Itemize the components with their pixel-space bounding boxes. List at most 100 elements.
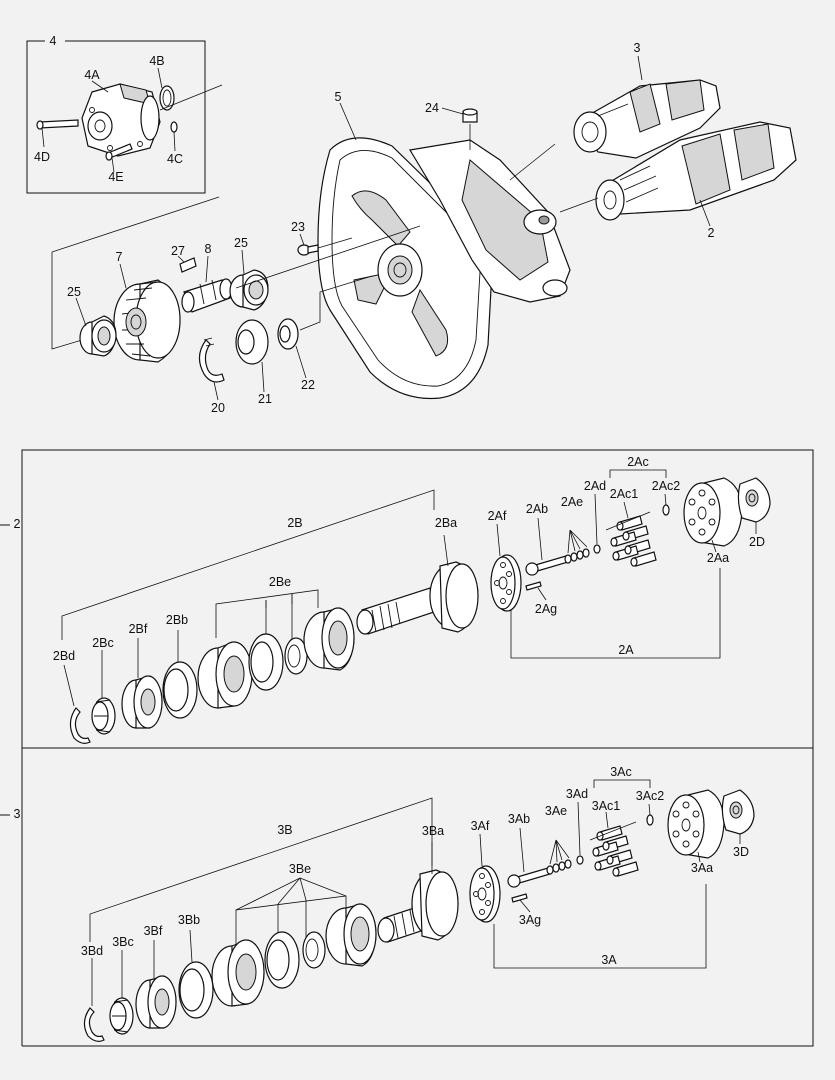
part-25-bearing-upper — [229, 269, 269, 311]
part-5-housing — [317, 137, 571, 400]
part-4D-bolt — [36, 119, 79, 130]
label-3Ab: 3Ab — [508, 812, 530, 826]
label-2: 2 — [708, 226, 715, 240]
part-3Ac1-pistons — [592, 825, 639, 877]
part-3Bd-snap-ring — [83, 1007, 105, 1042]
part-22-ring — [277, 318, 299, 350]
kit-4-frame — [26, 40, 206, 194]
label-8: 8 — [205, 242, 212, 256]
label-4C: 4C — [167, 152, 183, 166]
label-3Be: 3Be — [289, 862, 311, 876]
label-4A: 4A — [84, 68, 100, 82]
label-3Af: 3Af — [471, 819, 490, 833]
label-2Be: 2Be — [269, 575, 291, 589]
part-2Bb-ring — [162, 661, 198, 719]
part-25-bearing-lower — [79, 315, 117, 357]
label-5: 5 — [335, 90, 342, 104]
part-3Bc-nut — [109, 997, 134, 1035]
label-20: 20 — [211, 401, 225, 415]
label-3Ac2: 3Ac2 — [636, 789, 665, 803]
label-3Ae: 3Ae — [545, 804, 567, 818]
label-3Ad: 3Ad — [566, 787, 588, 801]
label-3Ac: 3Ac — [610, 765, 632, 779]
part-24-bolt — [462, 108, 478, 150]
label-4E: 4E — [108, 170, 123, 184]
part-2Ag-pin — [525, 581, 542, 591]
part-3Ba-shaft — [377, 869, 459, 943]
section-label-3: 3 — [14, 807, 21, 821]
label-7: 7 — [116, 250, 123, 264]
label-2B: 2B — [287, 516, 302, 530]
label-2Ac: 2Ac — [627, 455, 649, 469]
label-2Ad: 2Ad — [584, 479, 606, 493]
label-21: 21 — [258, 392, 272, 406]
label-27: 27 — [171, 244, 185, 258]
label-2Bf: 2Bf — [129, 622, 148, 636]
part-2Be-bearings — [197, 607, 355, 709]
label-24: 24 — [425, 101, 439, 115]
label-2D: 2D — [749, 535, 765, 549]
part-8-shaft — [181, 278, 233, 313]
part-3Be-bearings — [211, 903, 377, 1007]
label-3Ac1: 3Ac1 — [592, 799, 621, 813]
part-2Ac2-ring — [662, 504, 670, 516]
part-4E-bolt — [105, 143, 133, 161]
label-2Ab: 2Ab — [526, 502, 548, 516]
part-3Ae-rings — [546, 859, 572, 875]
label-2Af: 2Af — [488, 509, 507, 523]
label-3Aa: 3Aa — [691, 861, 713, 875]
part-7-gear — [113, 279, 181, 363]
label-2Bb: 2Bb — [166, 613, 188, 627]
part-2D-port-plate — [737, 477, 771, 523]
part-2Bd-snap-ring — [69, 707, 91, 744]
label-3Ag: 3Ag — [519, 913, 541, 927]
part-4B-oring — [159, 85, 175, 111]
part-2Af-plate — [490, 554, 522, 612]
part-2Bf-bearing — [121, 675, 163, 729]
part-2Ab-pin — [525, 555, 569, 576]
part-2Bc-nut — [91, 697, 116, 735]
part-2Ba-shaft — [356, 561, 479, 635]
part-23-bolt — [297, 244, 319, 256]
label-3Bd: 3Bd — [81, 944, 103, 958]
part-20-snap-ring — [198, 337, 225, 383]
part-2Ad-ring — [593, 544, 601, 554]
section-label-2: 2 — [14, 517, 21, 531]
label-25-upper: 25 — [234, 236, 248, 250]
label-22: 22 — [301, 378, 315, 392]
label-3B: 3B — [277, 823, 292, 837]
part-3Ad-ring — [576, 855, 584, 865]
part-3Ag-pin — [511, 893, 528, 903]
part-2Ae-rings — [564, 548, 590, 564]
label-4B: 4B — [149, 54, 164, 68]
label-4D: 4D — [34, 150, 50, 164]
part-3D-port-plate — [721, 789, 755, 835]
part-3Bf-bearing — [135, 975, 177, 1029]
part-3Aa-barrel — [667, 789, 725, 859]
part-4C-ring — [170, 121, 178, 133]
part-2Ac1-pistons — [610, 515, 657, 567]
label-3Ba: 3Ba — [422, 824, 444, 838]
label-2Aa: 2Aa — [707, 551, 729, 565]
label-2Ac2: 2Ac2 — [652, 479, 681, 493]
label-2Ae: 2Ae — [561, 495, 583, 509]
part-3Ac2-ring — [646, 814, 654, 826]
label-3Bf: 3Bf — [144, 924, 163, 938]
part-21-ring — [235, 319, 269, 365]
label-2Ac1: 2Ac1 — [610, 487, 639, 501]
part-4A-pump — [81, 83, 161, 157]
label-3A: 3A — [601, 953, 617, 967]
label-25-lower: 25 — [67, 285, 81, 299]
label-2A: 2A — [618, 643, 634, 657]
label-3: 3 — [634, 41, 641, 55]
label-2Ag: 2Ag — [535, 602, 557, 616]
label-3Bc: 3Bc — [112, 935, 134, 949]
label-2Bd: 2Bd — [53, 649, 75, 663]
part-27-key — [179, 257, 197, 273]
label-2Ba: 2Ba — [435, 516, 457, 530]
part-2Aa-barrel — [683, 477, 743, 547]
part-2-motor — [595, 121, 797, 221]
part-3Af-plate — [469, 865, 501, 923]
label-2Bc: 2Bc — [92, 636, 114, 650]
